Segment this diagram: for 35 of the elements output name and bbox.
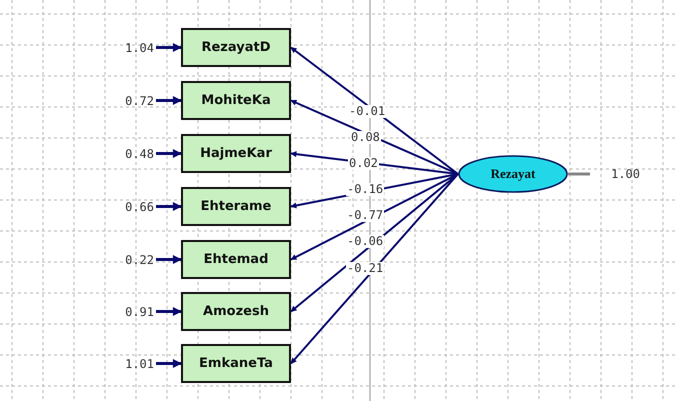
error-variance: 0.66 (125, 200, 154, 214)
error-variance: 1.04 (125, 40, 154, 54)
variable-box: EmkaneTa (181, 344, 291, 383)
variable-box: HajmeKar (181, 134, 291, 173)
arrow (156, 202, 182, 211)
arrow (290, 173, 459, 312)
arrow (156, 149, 182, 158)
arrow (156, 96, 182, 105)
variable-box: Ehtemad (181, 240, 291, 279)
error-variance: 0.91 (125, 304, 154, 318)
connector-line (568, 172, 590, 176)
arrow (290, 100, 458, 175)
arrow (156, 359, 182, 368)
variable-box: Ehterame (181, 187, 291, 226)
variance-value: 1.00 (611, 167, 640, 181)
arrow (156, 307, 182, 316)
variable-box: RezayatD (181, 28, 291, 67)
variable-box: MohiteKa (181, 81, 291, 120)
variable-box: Amozesh (181, 292, 291, 331)
arrow (290, 173, 459, 364)
edge-label: -0.06 (346, 235, 384, 248)
error-variance: 0.72 (125, 94, 154, 108)
arrow (156, 43, 182, 52)
edge-label: -0.21 (346, 262, 384, 275)
arrow (290, 46, 459, 175)
edge-label: -0.01 (348, 105, 386, 118)
error-variance: 0.22 (125, 252, 154, 266)
error-variance: 1.01 (125, 356, 154, 370)
edge-label: -0.77 (346, 209, 384, 222)
edge-label: 0.02 (348, 157, 379, 170)
error-variance: 0.48 (125, 146, 154, 160)
edge-label: -0.16 (346, 183, 384, 196)
edge-label: 0.08 (350, 131, 381, 144)
arrow (156, 255, 182, 264)
variable-name: Rezayat (490, 166, 536, 182)
